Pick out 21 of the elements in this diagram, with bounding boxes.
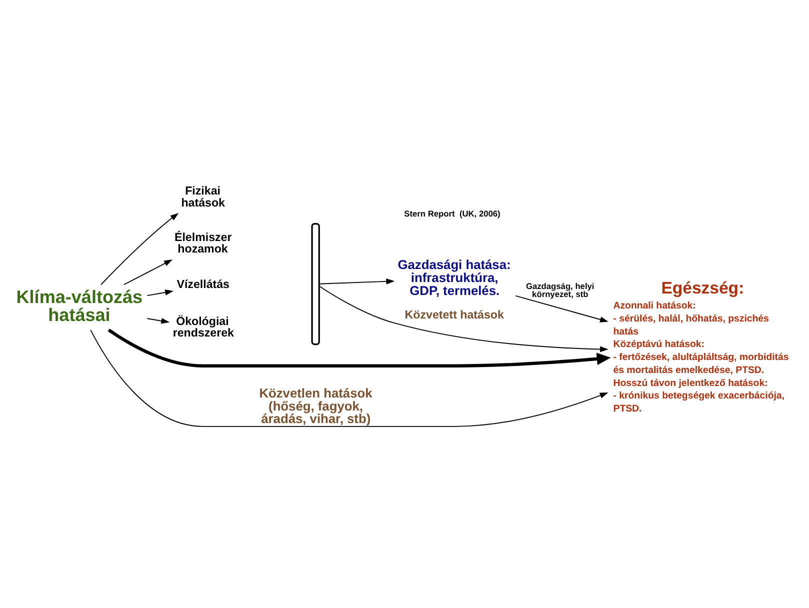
node-text: Fizikai hatások — [181, 186, 226, 210]
node-text: Klíma-változás hatásai — [16, 286, 143, 326]
node-text: Egészség: Azonnali hatások: - sérülés, halál, hőhatás, pszichés hatás Középtávú hatások: - fertőzések, alultápláltság, morbiditás és mortalitás emelkedése, PTSD. Hosszú távon jelentkező hatások: - krónikus betegségek exacerbációja, PTSD. — [613, 278, 789, 415]
arrow — [146, 290, 174, 296]
label: Stern Report (UK, 2006) — [404, 208, 500, 219]
node-text: Gazdasági hatása: infrastruktúra, GDP, termelés. — [398, 257, 511, 298]
arrow — [318, 286, 608, 352]
arrow — [108, 328, 611, 368]
arrow — [146, 318, 170, 324]
edge-label: Közvetlen hatások (hőség, fagyok, áradás, vihar, stb) — [259, 385, 372, 426]
node-text: Élelmiszer hozamok — [174, 232, 232, 256]
edge-label: Közvetett hatások — [404, 309, 504, 322]
edge-label: Gazdagság, helyi környezet, stb — [526, 280, 594, 300]
node-brace — [311, 222, 320, 346]
arrow — [515, 295, 608, 322]
arrow — [100, 213, 179, 286]
arrow — [90, 329, 608, 427]
node-text: Vízellátás — [176, 279, 230, 292]
arrow — [123, 260, 173, 286]
node-text: Ökológiai rendszerek — [172, 316, 234, 340]
arrow — [318, 278, 395, 284]
